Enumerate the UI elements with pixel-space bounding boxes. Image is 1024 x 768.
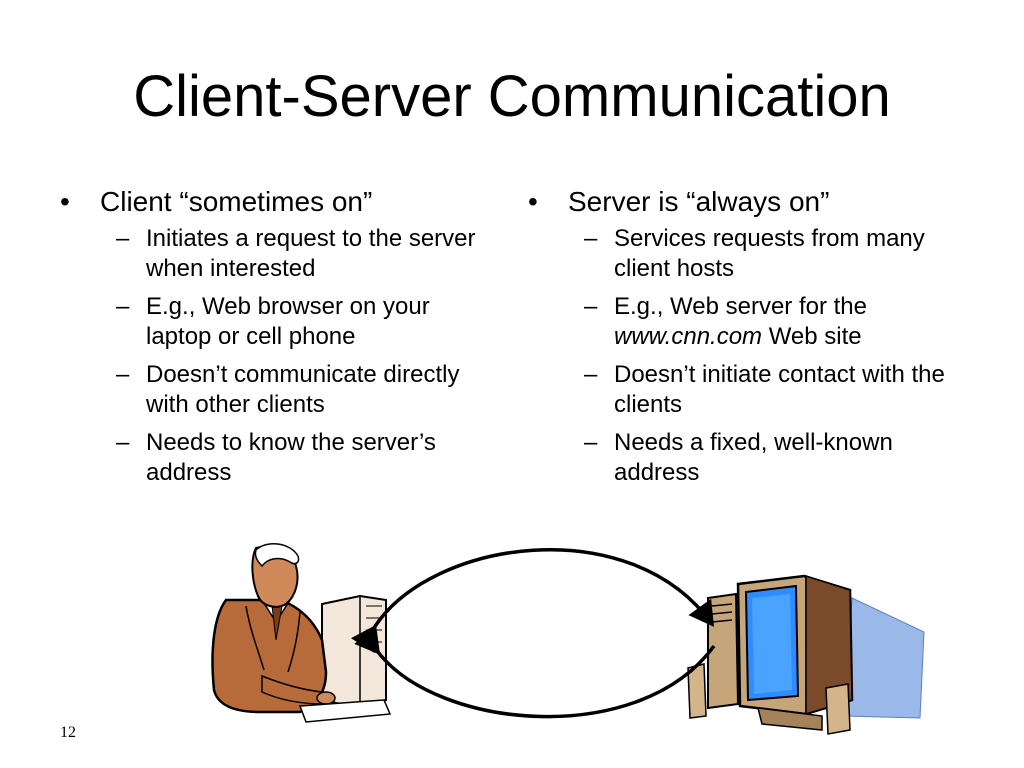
server-sub-text-after: Web site: [762, 323, 862, 350]
dash-glyph: –: [584, 429, 598, 456]
client-sub-text: E.g., Web browser on your laptop or cell…: [146, 293, 430, 350]
client-column: • Client “sometimes on” –Initiates a req…: [60, 182, 500, 496]
server-sub-item: –Needs a fixed, well-known address: [584, 428, 978, 488]
server-sub-text: Doesn’t initiate contact with the client…: [614, 361, 945, 418]
client-sub-item: –Needs to know the server’s address: [116, 428, 500, 488]
server-sub-item: –Doesn’t initiate contact with the clien…: [584, 360, 978, 420]
server-bullet-quoted: “always on”: [686, 186, 830, 217]
server-bullet-prefix: Server is: [568, 186, 687, 217]
client-sub-item: –E.g., Web browser on your laptop or cel…: [116, 292, 500, 352]
client-sub-text: Needs to know the server’s address: [146, 429, 436, 486]
dash-glyph: –: [116, 293, 130, 320]
server-sub-text: Services requests from many client hosts: [614, 225, 925, 282]
dash-glyph: –: [584, 225, 598, 252]
person-at-computer-icon: [211, 543, 392, 723]
server-sub-item: –E.g., Web server for the www.cnn.com We…: [584, 292, 978, 352]
server-sub-item: –Services requests from many client host…: [584, 224, 978, 284]
dash-glyph: –: [584, 293, 598, 320]
dash-glyph: –: [584, 361, 598, 388]
server-sub-text: Needs a fixed, well-known address: [614, 429, 893, 486]
bullet-glyph: •: [528, 186, 538, 217]
slide-number: 12: [60, 724, 76, 741]
request-arrow: [350, 547, 715, 654]
url-text: www.cnn.com: [614, 323, 763, 350]
client-sub-list: –Initiates a request to the server when …: [60, 224, 500, 488]
client-sub-text: Doesn’t communicate directly with other …: [146, 361, 460, 418]
client-bullet-prefix: Client: [100, 186, 180, 217]
bullet-glyph: •: [60, 186, 70, 217]
server-computer-icon: [687, 574, 925, 735]
dash-glyph: –: [116, 429, 130, 456]
client-sub-item: –Initiates a request to the server when …: [116, 224, 500, 284]
client-sub-text: Initiates a request to the server when i…: [146, 225, 476, 282]
server-column: • Server is “always on” –Services reques…: [528, 182, 978, 496]
slide-title: Client-Server Communication: [133, 64, 891, 129]
dash-glyph: –: [116, 225, 130, 252]
server-sub-text-before: E.g., Web server for the: [614, 293, 867, 320]
response-arrow: [354, 626, 716, 719]
server-bullet: • Server is “always on”: [528, 182, 978, 222]
client-sub-item: –Doesn’t communicate directly with other…: [116, 360, 500, 420]
client-bullet-quoted: “sometimes on”: [179, 186, 373, 217]
server-sub-list: –Services requests from many client host…: [528, 224, 978, 488]
client-bullet: • Client “sometimes on”: [60, 182, 500, 222]
dash-glyph: –: [116, 361, 130, 388]
